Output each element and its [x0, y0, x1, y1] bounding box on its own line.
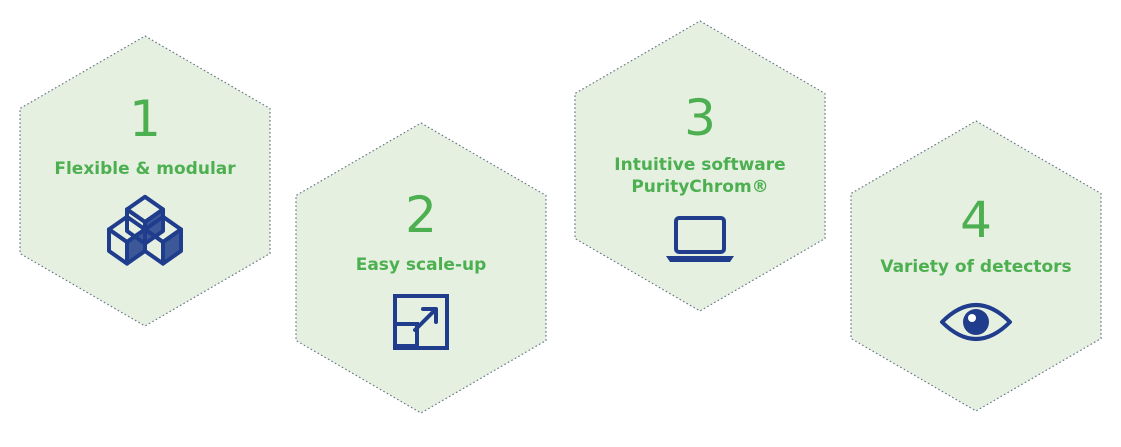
scale-up-icon — [393, 294, 449, 350]
hexagon-shape — [850, 120, 1102, 412]
laptop-icon — [666, 216, 734, 262]
arrow-head — [421, 307, 438, 324]
hexagon-shape — [19, 35, 271, 327]
feature-number: 3 — [684, 89, 716, 147]
feature-number: 1 — [129, 90, 161, 148]
feature-label: Flexible & modular — [54, 159, 236, 179]
feature-label: Easy scale-up — [356, 255, 487, 275]
arrow-shaft — [413, 308, 437, 332]
laptop-base — [666, 256, 734, 262]
feature-number: 4 — [960, 191, 992, 249]
hexagon-shape — [295, 122, 547, 414]
eye-icon — [940, 303, 1012, 341]
inner-square — [393, 322, 419, 348]
hexagon-shape — [574, 20, 826, 312]
feature-label: Intuitive software — [614, 155, 785, 175]
cube-right — [143, 214, 183, 266]
eye-iris — [963, 309, 989, 335]
feature-number: 2 — [405, 186, 437, 244]
eye-outline — [940, 303, 1012, 341]
feature-label: PurityChrom® — [631, 177, 768, 197]
eye-highlight — [968, 314, 976, 322]
laptop-screen — [674, 216, 726, 254]
feature-label: Variety of detectors — [880, 257, 1071, 277]
modular-blocks-icon — [107, 194, 183, 266]
